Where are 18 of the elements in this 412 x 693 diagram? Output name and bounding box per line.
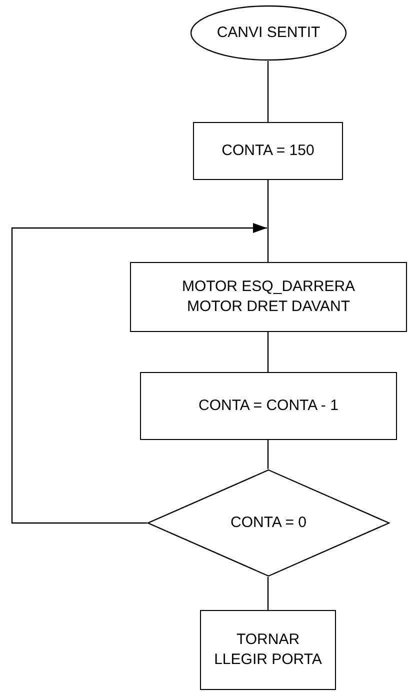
connector-line xyxy=(267,180,269,262)
node-text: CONTA = CONTA - 1 xyxy=(198,396,338,416)
process-box xyxy=(140,372,397,440)
connector-line xyxy=(267,577,269,610)
process-box xyxy=(200,610,336,690)
process-box xyxy=(130,262,407,332)
process-box xyxy=(193,122,343,180)
node-text: CONTA = 150 xyxy=(222,141,314,161)
decision-diamond xyxy=(147,469,390,577)
arrow xyxy=(11,223,267,524)
connector-line xyxy=(267,332,269,372)
node-text: MOTOR ESQ_DARRERA MOTOR DRET DAVANT xyxy=(180,277,356,317)
terminal-ellipse xyxy=(190,5,347,61)
node-text: CONTA = 0 xyxy=(230,513,306,533)
node-text: TORNAR LLEGIR PORTA xyxy=(213,630,323,670)
node-text: CANVI SENTIT xyxy=(216,23,320,43)
connector-line xyxy=(267,440,269,469)
connector-line xyxy=(267,61,269,122)
